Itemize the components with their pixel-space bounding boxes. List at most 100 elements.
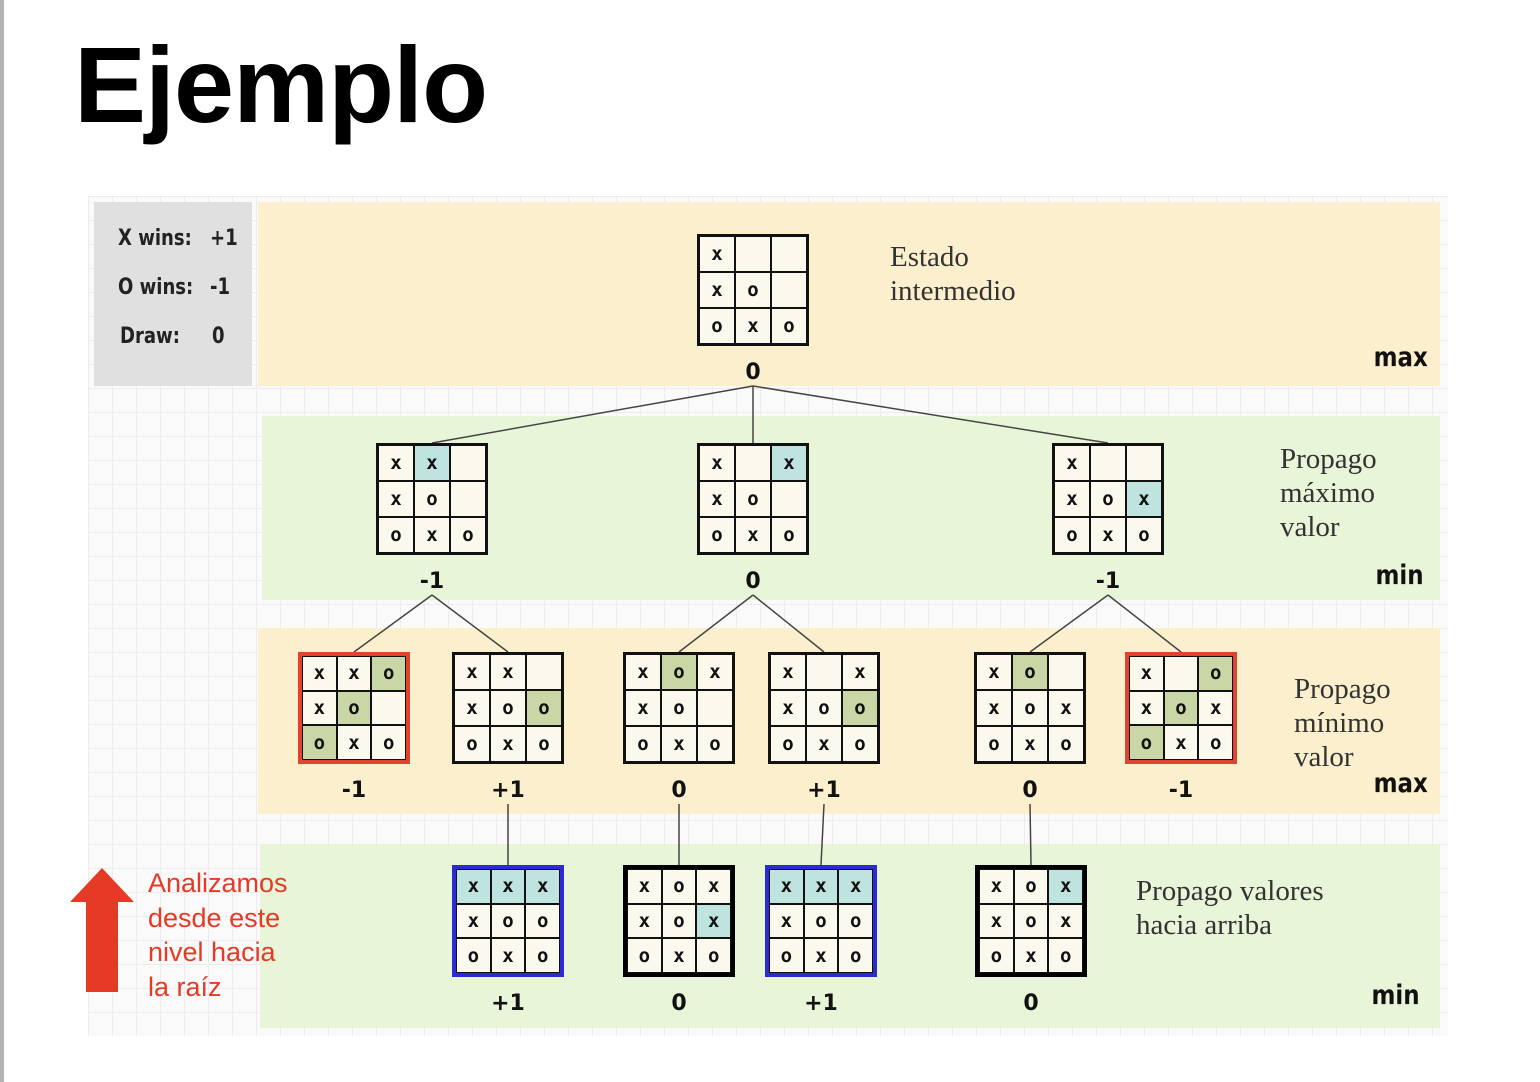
board-cell: o bbox=[450, 517, 486, 553]
tree-edge bbox=[820, 803, 825, 866]
board-cell: x bbox=[697, 654, 733, 690]
board-cell bbox=[806, 654, 842, 690]
node-score: +1 bbox=[491, 778, 525, 803]
board-cell bbox=[371, 690, 406, 726]
node-score: -1 bbox=[1168, 778, 1194, 803]
tree-edge bbox=[752, 594, 825, 653]
level-band-0 bbox=[258, 202, 1440, 386]
board-cell: o bbox=[1012, 690, 1048, 726]
level-tag-min: min bbox=[1371, 980, 1420, 1011]
board-cell: x bbox=[1129, 656, 1164, 691]
board-cell bbox=[697, 690, 733, 726]
legend-value: 0 bbox=[212, 324, 225, 349]
up-arrow-icon bbox=[70, 868, 134, 992]
slide-left-border bbox=[0, 0, 4, 1082]
board-cell: x bbox=[699, 236, 735, 272]
board-cell: x bbox=[336, 656, 372, 691]
board-cell: x bbox=[803, 938, 839, 973]
board-cell: x bbox=[490, 726, 526, 762]
board-cell bbox=[1048, 654, 1084, 690]
board-cell bbox=[450, 481, 486, 517]
board-cell: x bbox=[625, 690, 661, 726]
legend-label: Draw: bbox=[120, 324, 180, 349]
board-cell bbox=[1090, 445, 1126, 481]
board-cell: x bbox=[699, 445, 735, 481]
board-cell: o bbox=[525, 938, 560, 973]
board-cell: o bbox=[1013, 869, 1049, 904]
board-cell: x bbox=[414, 445, 450, 481]
legend-label: X wins: bbox=[118, 226, 192, 251]
board-cell: o bbox=[456, 938, 491, 973]
board-cell: x bbox=[699, 272, 735, 308]
node-score: 0 bbox=[1022, 778, 1038, 803]
node-score: -1 bbox=[341, 778, 367, 803]
board-cell: x bbox=[454, 654, 490, 690]
board-cell: x bbox=[976, 654, 1012, 690]
node-score: 0 bbox=[671, 778, 687, 803]
board-cell: x bbox=[806, 726, 842, 762]
board-cell: x bbox=[378, 445, 414, 481]
board-cell: x bbox=[1048, 690, 1084, 726]
board-cell: x bbox=[302, 656, 337, 691]
board-cell: o bbox=[526, 726, 562, 762]
board-cell: x bbox=[1048, 869, 1083, 904]
board-cell: x bbox=[979, 869, 1014, 904]
board-cell: x bbox=[661, 938, 697, 973]
board-cell: x bbox=[769, 903, 804, 939]
board-cell bbox=[450, 445, 486, 481]
board-cell: o bbox=[378, 517, 414, 553]
board-cell bbox=[771, 481, 807, 517]
legend-value: +1 bbox=[210, 226, 238, 251]
board-cell: x bbox=[696, 903, 731, 939]
board-cell: x bbox=[336, 725, 372, 760]
board-cell: x bbox=[661, 726, 697, 762]
board-cell: o bbox=[625, 726, 661, 762]
board-cell: x bbox=[696, 869, 731, 904]
board-cell: o bbox=[976, 726, 1012, 762]
tree-edge bbox=[752, 385, 1109, 444]
board-cell: o bbox=[454, 726, 490, 762]
board-cell: o bbox=[1126, 517, 1162, 553]
tree-edge bbox=[1107, 594, 1182, 653]
board-cell: x bbox=[842, 654, 878, 690]
board-cell: o bbox=[1048, 726, 1084, 762]
board-cell: o bbox=[1013, 903, 1049, 939]
board-cell: x bbox=[976, 690, 1012, 726]
node-score: 0 bbox=[671, 991, 687, 1016]
board-cell: x bbox=[735, 308, 771, 344]
board-cell: x bbox=[1012, 726, 1048, 762]
board-cell: o bbox=[842, 690, 878, 726]
board-cell: o bbox=[414, 481, 450, 517]
board-cell: x bbox=[454, 690, 490, 726]
node-score: -1 bbox=[419, 569, 445, 594]
board-cell: x bbox=[1198, 690, 1233, 726]
board-cell: x bbox=[1054, 481, 1090, 517]
board-cell: o bbox=[525, 903, 560, 939]
board-cell: x bbox=[490, 869, 526, 904]
board-cell: o bbox=[1012, 654, 1048, 690]
tree-edge bbox=[1029, 594, 1109, 653]
board-cell: o bbox=[699, 517, 735, 553]
level-caption-3: Propago valores hacia arriba bbox=[1136, 875, 1324, 941]
tree-edge bbox=[353, 594, 433, 653]
board-cell: o bbox=[697, 726, 733, 762]
board-cell: o bbox=[770, 726, 806, 762]
node-score: +1 bbox=[807, 778, 841, 803]
board-cell: o bbox=[803, 903, 839, 939]
node-score: 0 bbox=[745, 360, 761, 385]
board-cell: x bbox=[979, 903, 1014, 939]
board-cell: o bbox=[661, 869, 697, 904]
tree-edge bbox=[678, 594, 754, 653]
board-cell: x bbox=[1126, 481, 1162, 517]
board-cell bbox=[771, 236, 807, 272]
board-cell: x bbox=[627, 903, 662, 939]
level-caption-0: Estado intermedio bbox=[890, 241, 1016, 307]
